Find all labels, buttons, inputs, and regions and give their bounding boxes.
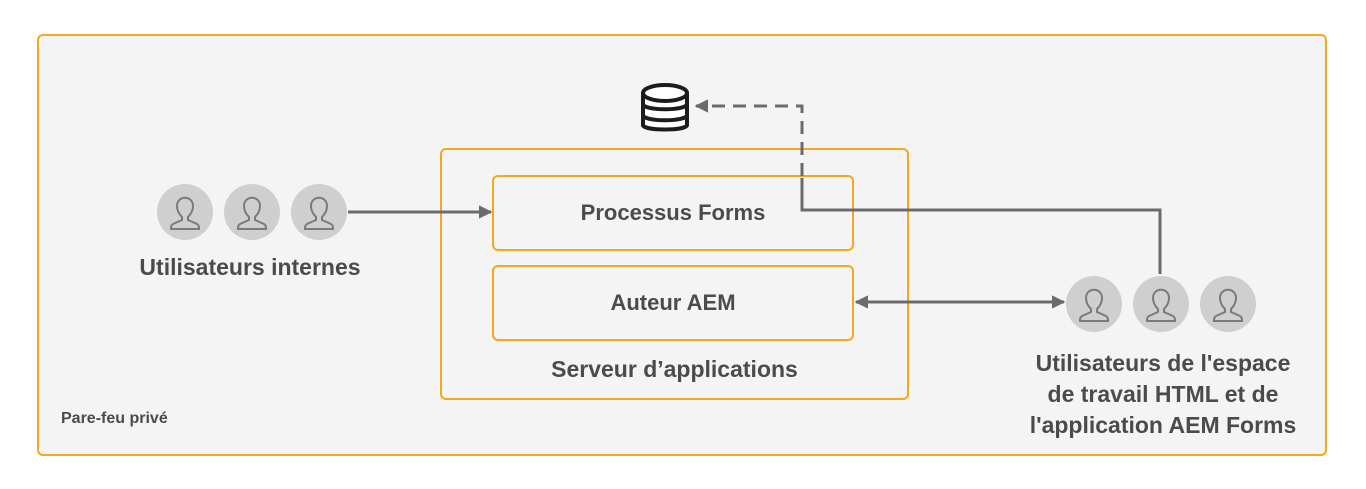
user-icon <box>157 184 213 240</box>
user-icon <box>1133 276 1189 332</box>
workspace-users-connector <box>800 178 1162 274</box>
workspace-users-label-line: l'application AEM Forms <box>1029 412 1297 438</box>
user-icon <box>291 184 347 240</box>
aem-author-box: Auteur AEM <box>492 265 854 341</box>
application-server-label: Serveur d’applications <box>551 356 798 382</box>
forms-process-label: Processus Forms <box>580 200 766 225</box>
firewall-label: Pare-feu privé <box>61 410 168 427</box>
user-icon <box>224 184 280 240</box>
workspace-users-label-line: Utilisateurs de l'espace <box>1035 350 1291 376</box>
workspace-users-label: Utilisateurs de l'espace de travail HTML… <box>1002 348 1324 441</box>
database-icon <box>641 83 689 132</box>
blank-patch <box>1208 462 1310 484</box>
user-icon <box>1200 276 1256 332</box>
internal-users-label: Utilisateurs internes <box>139 254 361 280</box>
database-dashed-connector <box>694 99 804 176</box>
user-icon <box>1066 276 1122 332</box>
workspace-users-label-line: de travail HTML et de <box>1047 381 1279 407</box>
forms-process-box: Processus Forms <box>492 175 854 251</box>
aem-author-label: Auteur AEM <box>610 290 736 315</box>
